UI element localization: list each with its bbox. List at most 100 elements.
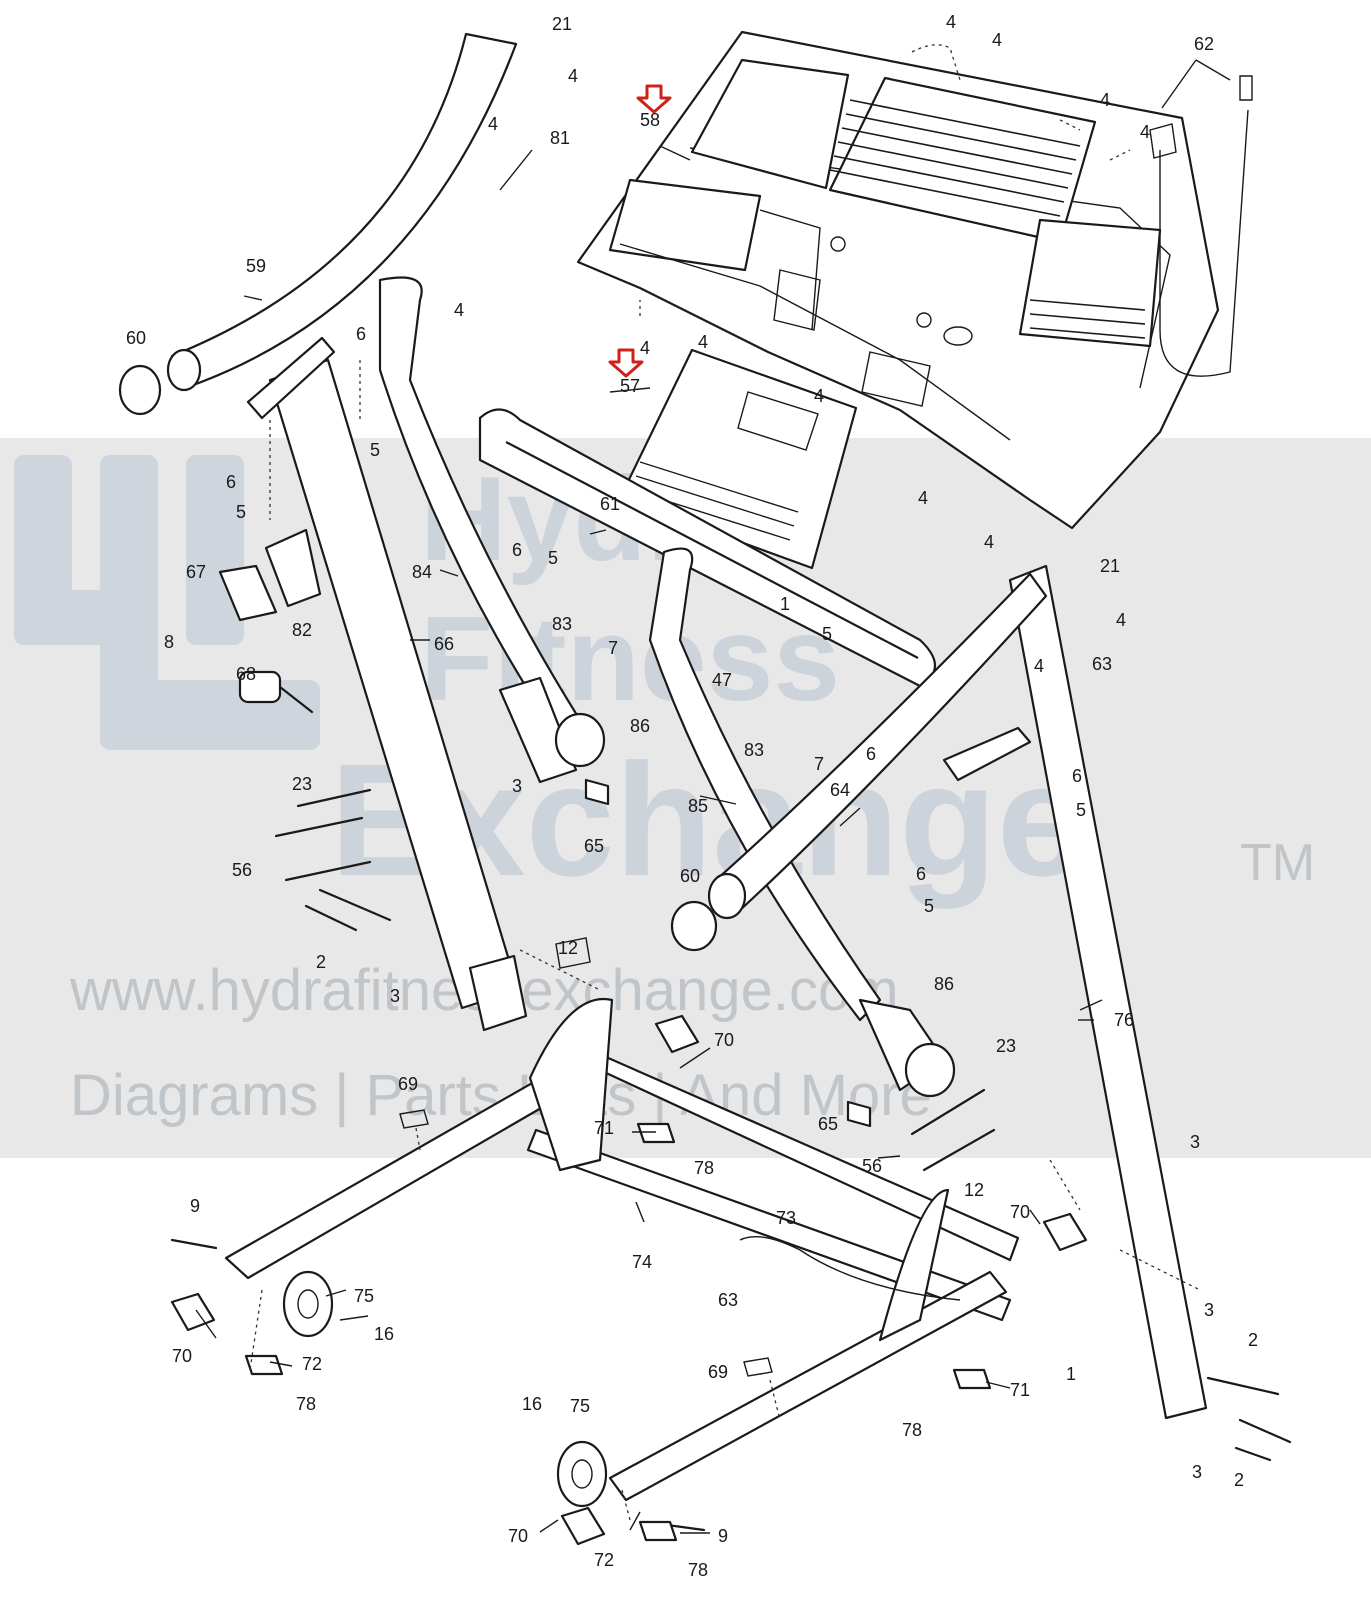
callout: 71 xyxy=(1010,1380,1030,1400)
callout: 72 xyxy=(594,1550,614,1570)
callout: 60 xyxy=(126,328,146,348)
callout: 12 xyxy=(558,938,578,958)
right-upright xyxy=(942,564,1208,1420)
wheel-front xyxy=(556,1440,608,1508)
watermark-trademark: TM xyxy=(1240,834,1315,892)
callout: 70 xyxy=(508,1526,528,1546)
callout: 4 xyxy=(992,30,1002,50)
callout: 78 xyxy=(694,1158,714,1178)
callout: 5 xyxy=(924,896,934,916)
callout: 5 xyxy=(1076,800,1086,820)
callout: 8 xyxy=(164,632,174,652)
down-arrow-icon xyxy=(636,84,672,114)
hardware-bolts xyxy=(170,75,1292,1546)
callout: 57 xyxy=(620,376,640,396)
callout: 7 xyxy=(814,754,824,774)
callout: 7 xyxy=(608,638,618,658)
callout: 56 xyxy=(862,1156,882,1176)
callout: 58 xyxy=(640,110,660,130)
callout: 56 xyxy=(232,860,252,880)
callout: 4 xyxy=(918,488,928,508)
callout: 62 xyxy=(1194,34,1214,54)
left-side-rail xyxy=(166,32,518,392)
callout: 5 xyxy=(370,440,380,460)
callout: 1 xyxy=(1066,1364,1076,1384)
callout: 75 xyxy=(570,1396,590,1416)
callout: 6 xyxy=(226,472,236,492)
callout: 4 xyxy=(1034,656,1044,676)
callout: 73 xyxy=(776,1208,796,1228)
console-assembly xyxy=(576,30,1220,530)
left-upright xyxy=(246,336,528,1032)
callout: 1 xyxy=(780,594,790,614)
callout: 70 xyxy=(714,1030,734,1050)
callout: 81 xyxy=(550,128,570,148)
callout: 78 xyxy=(688,1560,708,1580)
callout: 4 xyxy=(984,532,994,552)
watermark-logo-mark xyxy=(14,455,320,750)
callout: 65 xyxy=(584,836,604,856)
callout: 84 xyxy=(412,562,432,582)
callout: 68 xyxy=(236,664,256,684)
callout: 3 xyxy=(1190,1132,1200,1152)
callout: 5 xyxy=(822,624,832,644)
callout: 4 xyxy=(568,66,578,86)
callout: 4 xyxy=(946,12,956,32)
callout: 86 xyxy=(934,974,954,994)
callout: 21 xyxy=(552,14,572,34)
callout: 4 xyxy=(1100,90,1110,110)
callout: 9 xyxy=(718,1526,728,1546)
callout: 12 xyxy=(964,1180,984,1200)
end-cap-right xyxy=(670,900,718,952)
callout: 2 xyxy=(1248,1330,1258,1350)
callout: 5 xyxy=(236,502,246,522)
right-handlebar xyxy=(648,547,956,1098)
callout: 76 xyxy=(1114,1010,1134,1030)
callout: 71 xyxy=(594,1118,614,1138)
callout: 70 xyxy=(172,1346,192,1366)
callout: 59 xyxy=(246,256,266,276)
callout: 23 xyxy=(292,774,312,794)
callout: 4 xyxy=(698,332,708,352)
callout: 83 xyxy=(552,614,572,634)
callout: 23 xyxy=(996,1036,1016,1056)
callout: 67 xyxy=(186,562,206,582)
callout: 9 xyxy=(190,1196,200,1216)
callout: 61 xyxy=(600,494,620,514)
callout: 21 xyxy=(1100,556,1120,576)
callout: 6 xyxy=(916,864,926,884)
callout: 75 xyxy=(354,1286,374,1306)
callout: 74 xyxy=(632,1252,652,1272)
callout: 4 xyxy=(814,386,824,406)
callout: 78 xyxy=(296,1394,316,1414)
callout: 4 xyxy=(640,338,650,358)
callout: 60 xyxy=(680,866,700,886)
callout: 3 xyxy=(1204,1300,1214,1320)
callout: 65 xyxy=(818,1114,838,1134)
callout: 63 xyxy=(1092,654,1112,674)
callout-labels: 21 4 4 81 59 4 60 6 5 58 4 4 62 4 4 4 57… xyxy=(126,12,1258,1580)
down-arrow-icon xyxy=(608,348,644,378)
right-side-rail xyxy=(707,572,1048,920)
callout: 85 xyxy=(688,796,708,816)
callout: 16 xyxy=(374,1324,394,1344)
callout: 5 xyxy=(548,548,558,568)
callout: 3 xyxy=(390,986,400,1006)
callout: 72 xyxy=(302,1354,322,1374)
callout: 78 xyxy=(902,1420,922,1440)
callout: 3 xyxy=(1192,1462,1202,1482)
callout: 4 xyxy=(454,300,464,320)
wheel-left xyxy=(282,1270,334,1338)
callout: 82 xyxy=(292,620,312,640)
assembly-lines xyxy=(249,44,1201,1521)
callout: 2 xyxy=(1234,1470,1244,1490)
leader-lines xyxy=(195,59,1231,1534)
callout: 64 xyxy=(830,780,850,800)
callout: 4 xyxy=(1140,122,1150,142)
callout: 83 xyxy=(744,740,764,760)
console-grille-center xyxy=(829,99,1081,217)
callout: 4 xyxy=(488,114,498,134)
left-handlebar xyxy=(378,276,606,784)
end-cap-left xyxy=(118,364,162,416)
